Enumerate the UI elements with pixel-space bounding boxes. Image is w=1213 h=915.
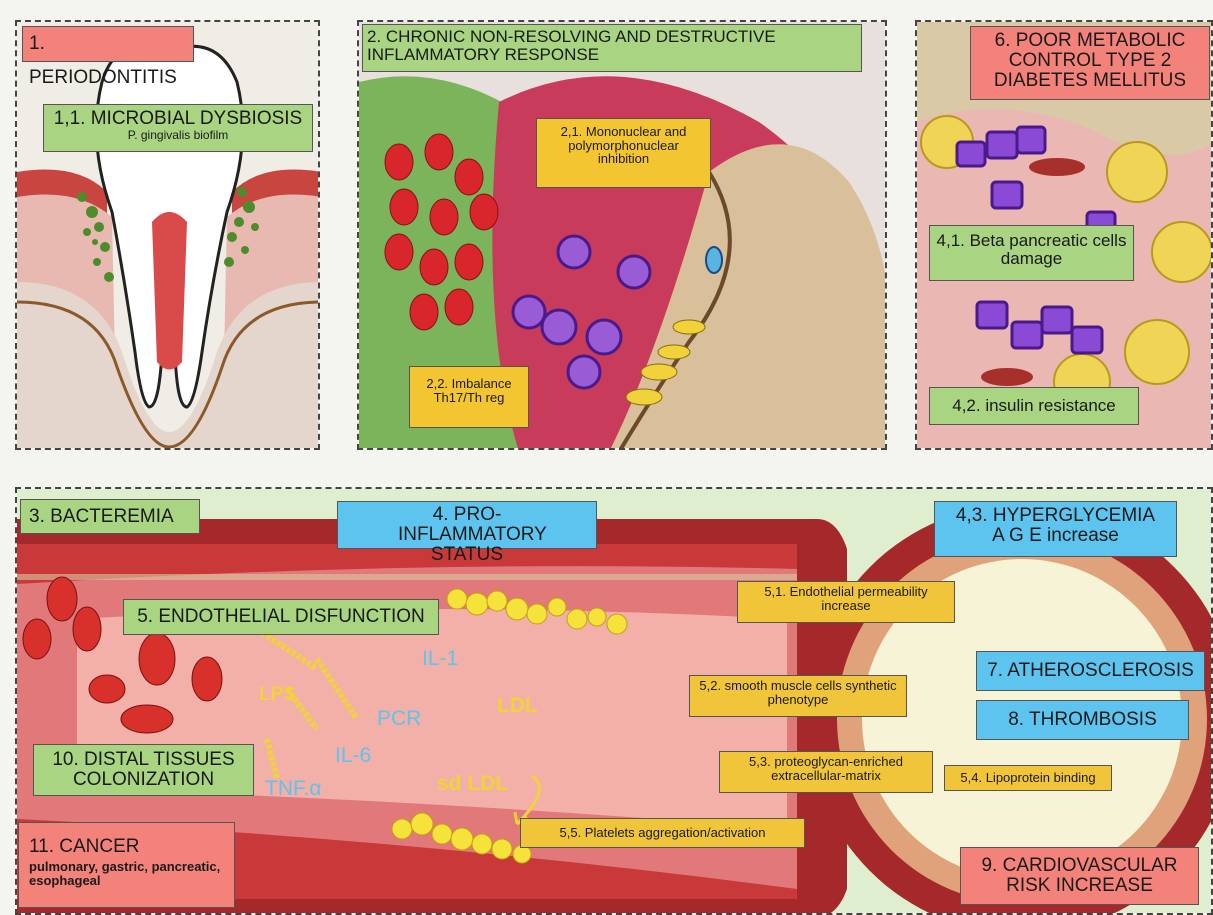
hyperglycemia-title: 4,3. HYPERGLYCEMIA <box>935 506 1176 526</box>
smooth-muscle-label: 5,2. smooth muscle cells synthetic pheno… <box>689 675 907 717</box>
panel-periodontitis: 1. PERIODONTITIS 1,1. MICROBIAL DYSBIOSI… <box>15 20 320 450</box>
cancer-label: 11. CANCER pulmonary, gastric, pancreati… <box>18 822 235 908</box>
panel-vascular: 3. BACTEREMIA 4. PRO-INFLAMMATORY STATUS… <box>15 487 1213 915</box>
panel-inflammatory-response: 2. CHRONIC NON-RESOLVING AND DESTRUCTIVE… <box>357 20 887 450</box>
cardiovascular-risk-label: 9. CARDIOVASCULAR RISK INCREASE <box>960 847 1199 905</box>
il6-marker: IL-6 <box>335 744 371 768</box>
cancer-title: 11. CANCER <box>29 837 224 857</box>
microbial-dysbiosis-label: 1,1. MICROBIAL DYSBIOSIS P. gingivalis b… <box>43 104 313 152</box>
distal-tissues-label: 10. DISTAL TISSUES COLONIZATION <box>33 744 254 796</box>
tnf-marker: TNF.α <box>265 777 321 801</box>
imbalance-th17-label: 2,2. Imbalance Th17/Th reg <box>409 366 529 428</box>
hyperglycemia-label: 4,3. HYPERGLYCEMIA A G E increase <box>934 501 1177 557</box>
proteoglycan-label: 5,3. proteoglycan-enriched extracellular… <box>719 751 933 793</box>
lps-marker: LPS <box>259 684 296 706</box>
microbial-dysbiosis-title: 1,1. MICROBIAL DYSBIOSIS <box>44 109 312 129</box>
pro-inflammatory-label: 4. PRO-INFLAMMATORY STATUS <box>337 501 597 549</box>
endothelial-disfunction-label: 5. ENDOTHELIAL DISFUNCTION <box>123 599 439 635</box>
platelets-aggregation-label: 5,5. Platelets aggregation/activation <box>520 818 805 848</box>
insulin-resistance-label: 4,2. insulin resistance <box>929 387 1139 425</box>
cancer-sub: pulmonary, gastric, pancreatic, esophage… <box>29 860 224 887</box>
panel-diabetes: 6. POOR METABOLIC CONTROL TYPE 2 DIABETE… <box>915 20 1213 450</box>
diabetes-title: 6. POOR METABOLIC CONTROL TYPE 2 DIABETE… <box>970 26 1210 100</box>
ldl-marker: LDL <box>497 694 538 718</box>
hyperglycemia-sub: A G E increase <box>935 526 1176 546</box>
inflammatory-response-title: 2. CHRONIC NON-RESOLVING AND DESTRUCTIVE… <box>362 24 862 72</box>
thrombosis-label: 8. THROMBOSIS <box>976 700 1189 740</box>
mononuclear-inhibition-label: 2,1. Mononuclear and polymorphonuclear i… <box>536 118 711 188</box>
periodontitis-title: 1. PERIODONTITIS <box>22 26 194 62</box>
beta-pancreatic-damage-label: 4,1. Beta pancreatic cells damage <box>929 225 1134 281</box>
microbial-dysbiosis-detail: P. gingivalis biofilm <box>44 129 312 142</box>
lipoprotein-binding-label: 5,4. Lipoprotein binding <box>944 765 1112 791</box>
il1-marker: IL-1 <box>422 647 458 671</box>
bacteremia-label: 3. BACTEREMIA <box>20 499 200 534</box>
sd-ldl-marker: sd LDL <box>437 772 508 796</box>
atherosclerosis-label: 7. ATHEROSCLEROSIS <box>976 651 1205 691</box>
endothelial-permeability-label: 5,1. Endothelial permeability increase <box>737 581 955 623</box>
pcr-marker: PCR <box>377 707 421 731</box>
